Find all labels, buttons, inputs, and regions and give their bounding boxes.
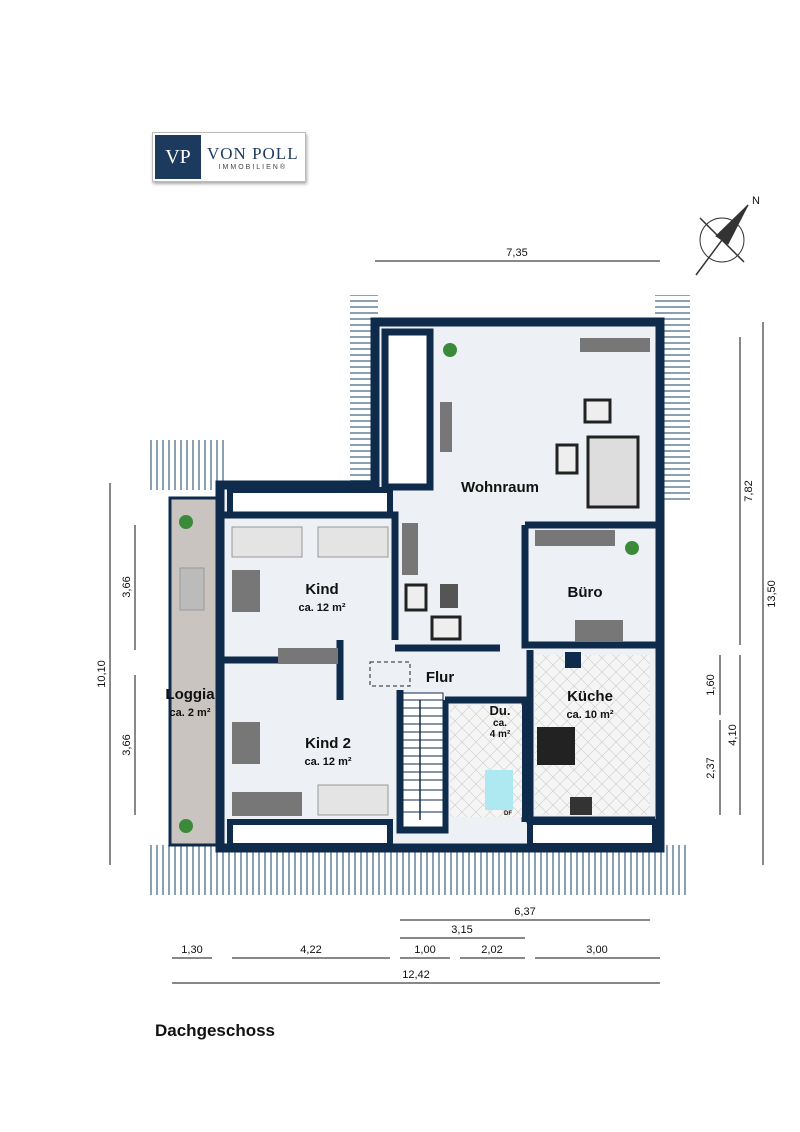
interior-walls	[220, 511, 660, 834]
dim-right-c: 1,60	[705, 674, 717, 695]
loggia-floor	[168, 496, 222, 847]
room-label-wohnraum: Wohnraum	[461, 479, 539, 496]
room-label-loggia: Loggia	[165, 686, 215, 703]
room-area-loggia: ca. 2 m²	[170, 707, 211, 719]
dim-left-a: 10,10	[96, 660, 108, 688]
roof-slope	[150, 440, 225, 490]
room-label-kueche: Küche	[567, 688, 613, 705]
dim-right-a: 7,82	[743, 480, 755, 501]
compass-icon	[695, 204, 749, 276]
knee-wall-area	[227, 487, 393, 518]
room-area-du-1: ca.	[493, 718, 507, 729]
floor-title: Dachgeschoss	[155, 1021, 275, 1040]
room-area-kueche: ca. 10 m²	[566, 709, 613, 721]
furniture	[179, 338, 650, 816]
dim-bottom-total: 12,42	[402, 969, 430, 981]
roof-window-note: DF	[504, 811, 512, 817]
dim-left-c: 3,66	[121, 734, 133, 755]
room-area-du-2: 4 m²	[490, 729, 511, 740]
dim-right-d: 4,10	[727, 724, 739, 745]
dim-bottom-a: 6,37	[514, 906, 535, 918]
knee-wall-area	[227, 819, 393, 849]
dimension-lines	[109, 260, 764, 984]
logo-brand: VON POLL	[207, 143, 299, 163]
compass-north-label: N	[752, 195, 760, 207]
knee-wall-area	[527, 819, 658, 849]
logo-mark: VP	[155, 135, 201, 179]
room-label-kind2: Kind 2	[305, 735, 351, 752]
logo-sub: IMMOBILIEN®	[218, 163, 287, 171]
dim-bottom-e: 1,00	[414, 944, 435, 956]
von-poll-logo: VP VON POLL IMMOBILIEN®	[152, 132, 306, 182]
dim-right-e: 2,37	[705, 757, 717, 778]
dim-right-b: 13,50	[766, 580, 778, 608]
dim-bottom-d: 4,22	[300, 944, 321, 956]
room-area-kind2: ca. 12 m²	[304, 756, 351, 768]
roof-slope	[150, 845, 690, 895]
room-area-kind: ca. 12 m²	[298, 602, 345, 614]
dim-top: 7,35	[506, 247, 527, 259]
plant-icons	[179, 343, 639, 833]
shower-tray	[485, 770, 513, 810]
dim-bottom-b: 3,15	[451, 924, 472, 936]
attic-hatch	[369, 661, 411, 687]
room-label-buero: Büro	[568, 584, 603, 601]
dim-bottom-g: 3,00	[586, 944, 607, 956]
room-label-kind: Kind	[305, 581, 338, 598]
knee-wall-area	[381, 328, 434, 491]
staircase	[402, 692, 444, 828]
dim-bottom-f: 2,02	[481, 944, 502, 956]
dim-left-b: 3,66	[121, 576, 133, 597]
dim-bottom-c: 1,30	[181, 944, 202, 956]
room-label-flur: Flur	[426, 669, 454, 686]
room-label-du: Du.	[490, 703, 511, 718]
